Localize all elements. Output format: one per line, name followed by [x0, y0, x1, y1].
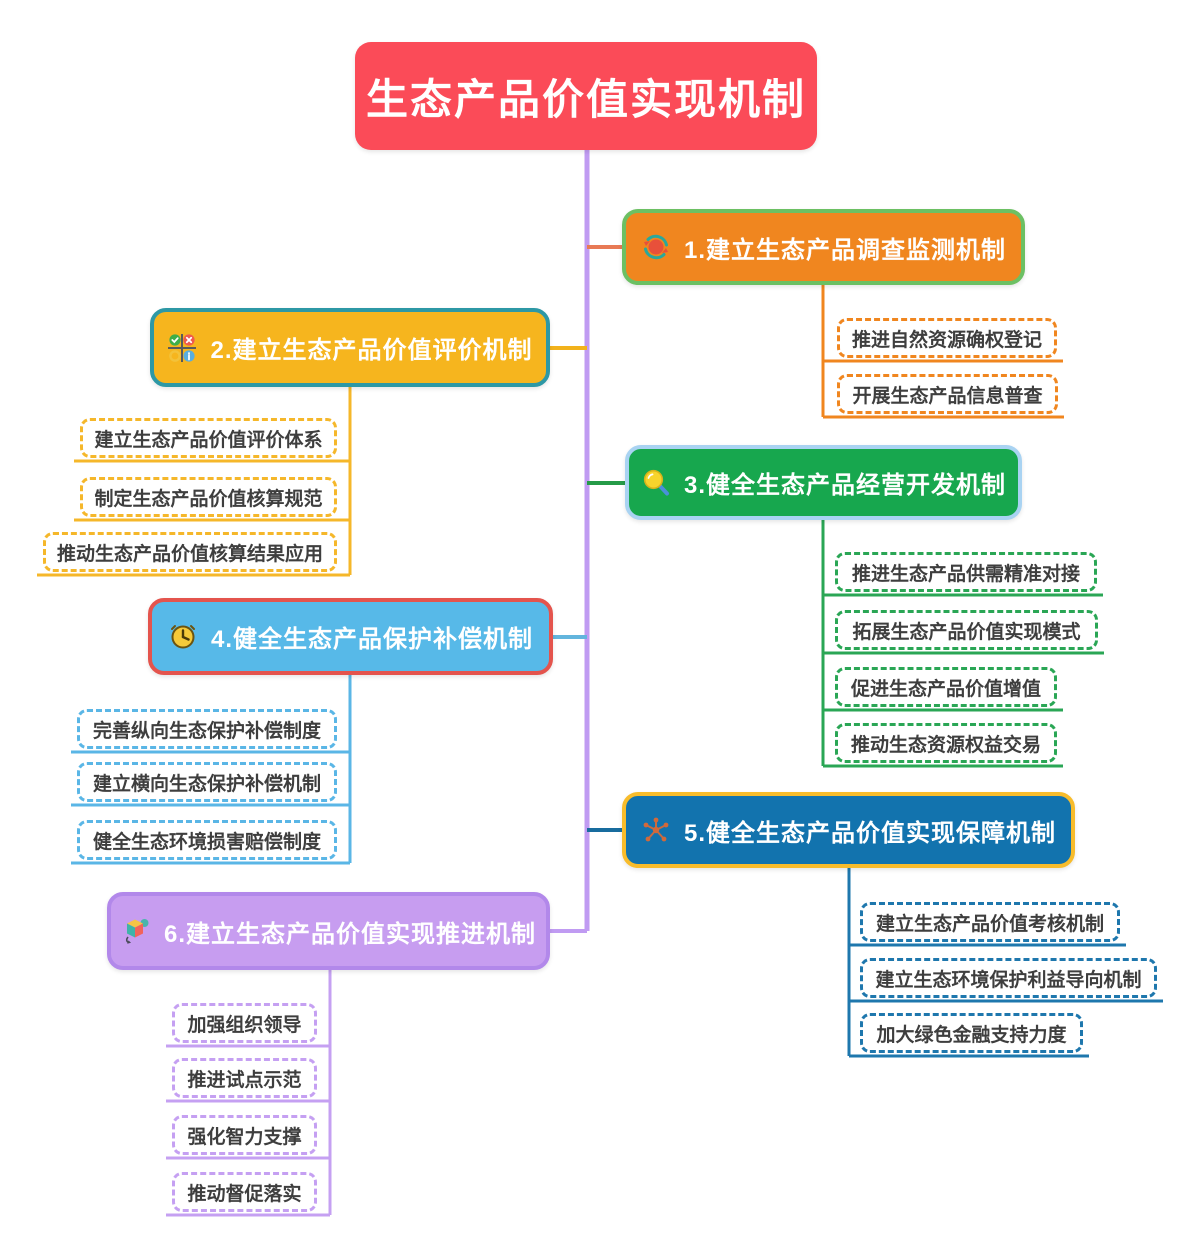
root-topic[interactable]: 生态产品价值实现机制: [355, 42, 817, 150]
child-label: 建立生态产品价值考核机制: [875, 913, 1104, 935]
child-label: 加大绿色金融支持力度: [876, 1024, 1067, 1046]
child-label: 推动督促落实: [187, 1183, 302, 1205]
branch-3-child-3[interactable]: 促进生态产品价值增值: [835, 667, 1057, 707]
branch-3-child-1[interactable]: 推进生态产品供需精准对接: [835, 552, 1097, 592]
status-grid-icon: [167, 333, 197, 363]
child-label: 推进生态产品供需精准对接: [851, 563, 1080, 585]
child-label: 加强组织领导: [187, 1014, 302, 1036]
child-label: 促进生态产品价值增值: [850, 678, 1041, 700]
child-label: 强化智力支撑: [187, 1126, 302, 1148]
branch-4-topic[interactable]: 4.健全生态产品保护补偿机制: [148, 598, 553, 675]
child-label: 推进试点示范: [187, 1069, 302, 1091]
clock-icon: [168, 622, 198, 652]
branch-2-topic[interactable]: 2.建立生态产品价值评价机制: [150, 308, 550, 387]
child-label: 健全生态环境损害赔偿制度: [92, 831, 321, 853]
branch-3-child-2[interactable]: 拓展生态产品价值实现模式: [835, 610, 1098, 650]
child-label: 推动生态产品价值核算结果应用: [56, 543, 323, 565]
branch-4-child-1[interactable]: 完善纵向生态保护补偿制度: [77, 709, 337, 749]
child-label: 推动生态资源权益交易: [850, 734, 1041, 756]
child-label: 完善纵向生态保护补偿制度: [92, 720, 321, 742]
cube-icon: [121, 916, 151, 946]
branch-4-label: 4.健全生态产品保护补偿机制: [210, 626, 533, 653]
branch-5-topic[interactable]: 5.健全生态产品价值实现保障机制: [622, 792, 1075, 868]
branch-2-child-3[interactable]: 推动生态产品价值核算结果应用: [43, 532, 337, 572]
magnifier-icon: [641, 468, 671, 498]
branch-4-child-3[interactable]: 健全生态环境损害赔偿制度: [77, 820, 337, 860]
child-label: 推进自然资源确权登记: [851, 329, 1042, 351]
branch-5-label: 5.健全生态产品价值实现保障机制: [683, 819, 1056, 847]
child-label: 建立生态产品价值评价体系: [94, 429, 323, 451]
branch-6-child-4[interactable]: 推动督促落实: [172, 1172, 317, 1212]
child-label: 建立生态环境保护利益导向机制: [875, 969, 1142, 991]
branch-6-child-1[interactable]: 加强组织领导: [172, 1003, 317, 1043]
child-label: 制定生态产品价值核算规范: [94, 488, 323, 510]
branch-6-topic[interactable]: 6.建立生态产品价值实现推进机制: [107, 892, 550, 970]
branch-2-child-1[interactable]: 建立生态产品价值评价体系: [80, 418, 337, 458]
branch-2-child-2[interactable]: 制定生态产品价值核算规范: [80, 477, 337, 517]
branch-1-child-1[interactable]: 推进自然资源确权登记: [837, 318, 1057, 358]
branch-3-child-4[interactable]: 推动生态资源权益交易: [835, 723, 1057, 763]
branch-3-topic[interactable]: 3.健全生态产品经营开发机制: [625, 445, 1022, 520]
child-label: 开展生态产品信息普查: [852, 385, 1043, 407]
branch-1-child-2[interactable]: 开展生态产品信息普查: [837, 374, 1058, 414]
sync-icon: [641, 232, 671, 262]
branch-2-label: 2.建立生态产品价值评价机制: [210, 337, 533, 364]
branch-6-child-3[interactable]: 强化智力支撑: [172, 1115, 317, 1155]
child-label: 建立横向生态保护补偿机制: [92, 773, 321, 795]
branch-3-label: 3.健全生态产品经营开发机制: [683, 472, 1006, 499]
branch-4-child-2[interactable]: 建立横向生态保护补偿机制: [77, 762, 337, 802]
network-icon: [641, 815, 671, 845]
branch-6-label: 6.建立生态产品价值实现推进机制: [163, 920, 536, 948]
branch-1-label: 1.建立生态产品调查监测机制: [683, 236, 1006, 264]
branch-6-child-2[interactable]: 推进试点示范: [172, 1058, 317, 1098]
branch-5-child-1[interactable]: 建立生态产品价值考核机制: [860, 902, 1120, 942]
root-topic-label: 生态产品价值实现机制: [365, 75, 806, 123]
child-label: 拓展生态产品价值实现模式: [852, 621, 1081, 643]
branch-5-child-3[interactable]: 加大绿色金融支持力度: [860, 1013, 1083, 1053]
branch-5-child-2[interactable]: 建立生态环境保护利益导向机制: [860, 958, 1157, 998]
branch-1-topic[interactable]: 1.建立生态产品调查监测机制: [622, 209, 1025, 285]
